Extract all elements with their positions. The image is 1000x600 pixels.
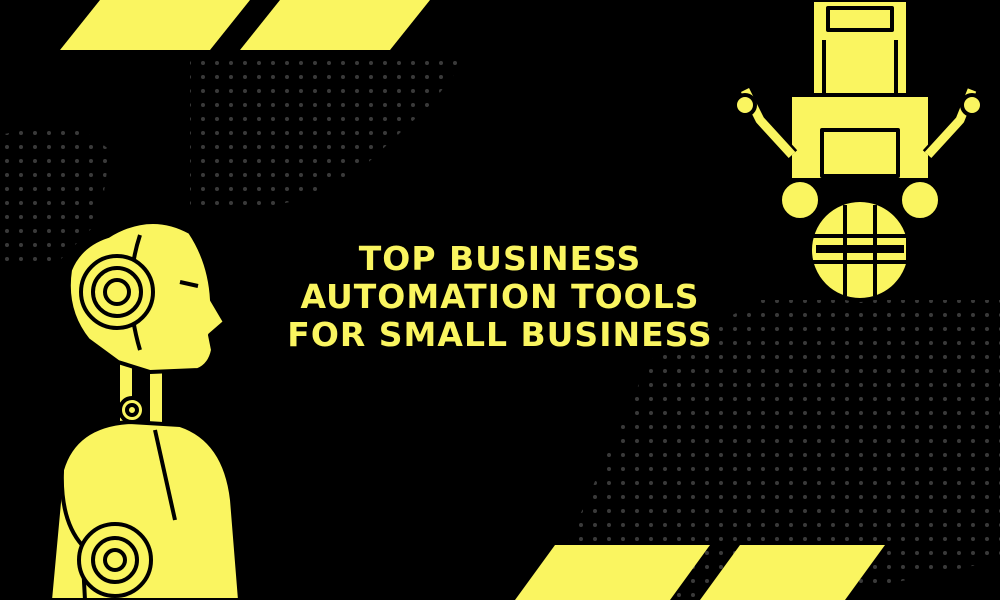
humanoid-robot-icon — [48, 220, 242, 600]
headline: TOP BUSINESS AUTOMATION TOOLS FOR SMALL … — [230, 240, 770, 354]
stripe-bottom-2 — [700, 545, 885, 600]
stripe-top-1 — [60, 0, 250, 50]
headline-line-1: TOP BUSINESS — [358, 239, 642, 278]
headline-line-2: AUTOMATION TOOLS — [300, 277, 700, 316]
robotic-arm-icon — [728, 0, 988, 302]
dot-pattern-top — [190, 55, 470, 210]
stripe-bottom-1 — [515, 545, 710, 600]
dot-pattern-left — [0, 120, 110, 270]
dot-pattern-right — [560, 300, 1000, 600]
stripe-top-2 — [240, 0, 430, 50]
headline-line-3: FOR SMALL BUSINESS — [287, 315, 713, 354]
